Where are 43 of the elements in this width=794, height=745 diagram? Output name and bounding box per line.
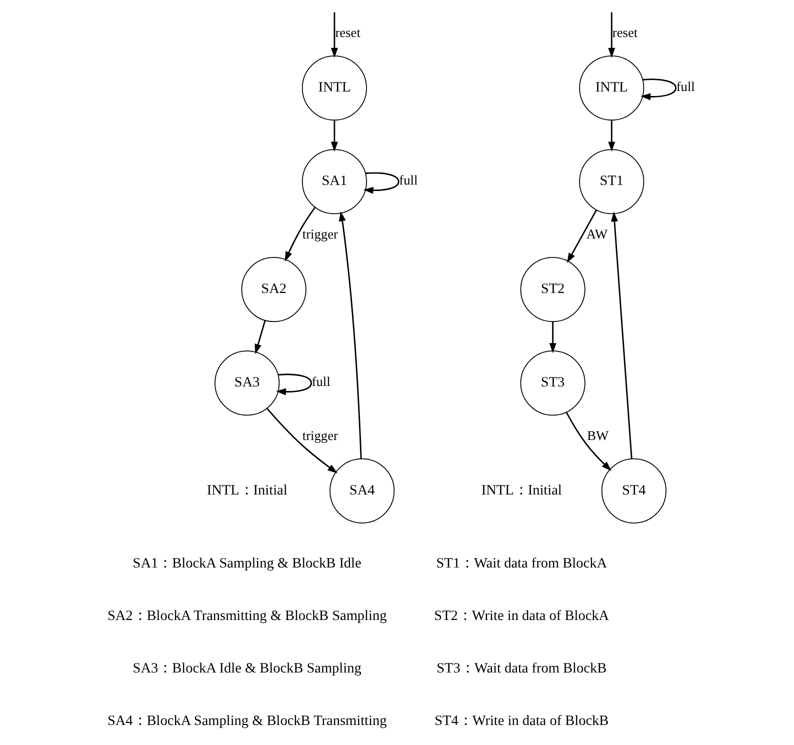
arrow xyxy=(548,322,556,354)
node-circle: ST2 xyxy=(520,256,585,322)
arrow xyxy=(608,12,615,58)
arrow xyxy=(565,412,611,472)
node-circle: INTL xyxy=(301,56,366,121)
arrow xyxy=(566,210,596,264)
edge-label: trigger xyxy=(302,226,338,242)
edge-label: reset xyxy=(612,25,638,40)
arrow xyxy=(330,12,338,58)
label: ST1：Wait data from BlockA xyxy=(436,555,607,572)
edge-label: full xyxy=(398,172,418,188)
node-circle: INTL xyxy=(578,56,644,121)
node-circle: SA3 xyxy=(214,350,280,416)
label: SA1：BlockA Sampling & BlockB Idle xyxy=(132,555,361,572)
edge-label: reset xyxy=(334,25,360,40)
arrow xyxy=(362,172,399,194)
label: INTL：Initial xyxy=(206,482,287,498)
arrow xyxy=(608,120,615,152)
edge-label: full xyxy=(676,79,694,94)
label: SA4：BlockA Sampling & BlockB Transmitting xyxy=(106,713,386,730)
arrow xyxy=(640,78,676,100)
label: ST4：Write in data of BlockB xyxy=(434,713,608,730)
arrow xyxy=(338,211,362,459)
edge-label: full xyxy=(311,374,330,390)
edge-label: AW xyxy=(586,226,608,242)
arrow xyxy=(275,374,312,396)
edge-label: BW xyxy=(586,428,608,444)
label: INTL：Initial xyxy=(480,482,562,498)
node-circle: SA1 xyxy=(301,149,366,214)
label: ST2：Write in data of BlockA xyxy=(434,608,609,624)
node-circle: ST1 xyxy=(578,149,644,214)
node-circle: SA4 xyxy=(329,458,394,524)
edge-label: trigger xyxy=(302,428,338,444)
arrow xyxy=(266,408,338,474)
arrow xyxy=(254,320,266,354)
arrow xyxy=(284,206,316,262)
arrow xyxy=(330,120,338,152)
node-circle: SA2 xyxy=(240,256,306,322)
label: SA3：BlockA Idle & BlockB Sampling xyxy=(132,660,361,677)
arrow xyxy=(610,212,632,459)
label: SA2：BlockA Transmitting & BlockB Sampling xyxy=(106,608,386,624)
label: ST3：Wait data from BlockB xyxy=(436,660,606,677)
node-circle: ST3 xyxy=(520,350,585,416)
